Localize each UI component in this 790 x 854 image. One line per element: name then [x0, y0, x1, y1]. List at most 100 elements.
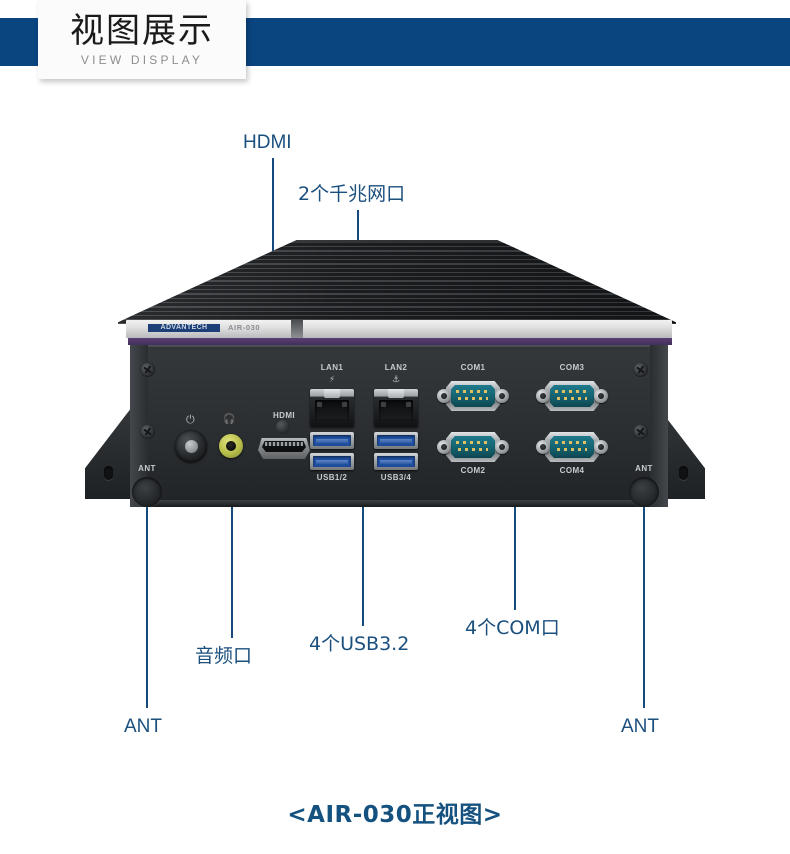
com1-pins-bottom — [458, 397, 488, 400]
usb3-port[interactable] — [374, 432, 418, 449]
header-banner-card: 视图展示 VIEW DISPLAY — [38, 0, 246, 79]
com3-jackscrew-right-hole — [598, 393, 604, 399]
front-band-notch — [291, 320, 303, 338]
usb1-tongue — [316, 439, 348, 443]
heatsink-fin — [118, 290, 676, 294]
leader-line-com — [514, 438, 516, 610]
com3-port[interactable] — [536, 381, 608, 411]
lan2-led-left — [381, 402, 386, 407]
mounting-bracket-left — [85, 403, 135, 499]
heatsink-fin — [118, 286, 676, 289]
com3-pins-top — [555, 390, 590, 393]
heatsink-fins — [118, 240, 676, 324]
hdmi-label: HDMI — [272, 411, 296, 420]
lan2-mouth — [379, 400, 413, 421]
lan1-port[interactable] — [310, 389, 354, 427]
heatsink-fin — [118, 264, 676, 268]
com4-port[interactable] — [536, 432, 608, 462]
usb1-port[interactable] — [310, 432, 354, 449]
hdmi-port-inner[interactable] — [262, 441, 306, 452]
callout-ant-right-label: ANT — [621, 716, 659, 737]
callout-audio-label: 音频口 — [195, 645, 253, 667]
com4-pins-top — [555, 441, 590, 444]
callout-ant-left-label: ANT — [124, 716, 162, 737]
com4-face — [550, 436, 594, 458]
leader-line-audio — [231, 452, 233, 638]
advantech-logo-plate — [148, 324, 220, 332]
com2-jackscrew-right-hole — [499, 444, 505, 450]
com1-jackscrew-left-hole — [441, 393, 447, 399]
com3-face — [550, 385, 594, 407]
heatsink-fin — [118, 281, 676, 285]
panel-screw-bottom-left — [140, 424, 155, 439]
lan1-tab — [324, 389, 340, 398]
lan2-port[interactable] — [374, 389, 418, 427]
lan1-mouth — [315, 400, 349, 421]
chassis-endcap-left — [130, 345, 148, 507]
lan2-label: LAN2 — [384, 363, 408, 372]
leader-line-ant-right — [643, 490, 645, 708]
ant-right-label: ANT — [635, 464, 653, 473]
lan1-label: LAN1 — [320, 363, 344, 372]
ant-hole-left — [132, 477, 162, 507]
page-title: 视图展示 — [70, 10, 214, 51]
com1-face — [451, 385, 495, 407]
heatsink-fin — [118, 260, 676, 264]
com4-label: COM4 — [559, 466, 585, 475]
page-subtitle: VIEW DISPLAY — [80, 52, 204, 67]
heatsink-fin — [118, 243, 676, 246]
heatsink-fin — [118, 277, 676, 281]
bracket-hole-right — [679, 466, 688, 480]
heatsink-fin — [118, 268, 676, 272]
ant-hole-right — [629, 477, 659, 507]
chassis-endcap-right — [650, 345, 668, 507]
usb34-label: USB3/4 — [380, 473, 412, 482]
usb2-tongue — [316, 460, 348, 464]
heatsink-fin — [118, 298, 676, 302]
hdmi-screw — [276, 420, 290, 434]
lan2-led-right — [406, 402, 411, 407]
usb4-port[interactable] — [374, 453, 418, 470]
usb2-port[interactable] — [310, 453, 354, 470]
com4-jackscrew-left-hole — [540, 444, 546, 450]
usb3-tongue — [380, 439, 412, 443]
heatsink-fin — [118, 273, 676, 277]
heatsink-fin — [118, 247, 676, 251]
lan1-led-left — [317, 402, 322, 407]
hdmi-pins — [265, 442, 303, 446]
heatsink-fin — [118, 316, 676, 320]
com1-pins-top — [456, 390, 491, 393]
com1-port[interactable] — [437, 381, 509, 411]
callout-usb-label: 4个USB3.2 — [309, 633, 410, 655]
leader-line-usb — [362, 430, 364, 626]
callout-lan-label: 2个千兆网口 — [298, 183, 406, 205]
com1-label: COM1 — [460, 363, 486, 372]
front-panel-lip — [130, 500, 668, 507]
com2-port[interactable] — [437, 432, 509, 462]
callout-hdmi-label: HDMI — [243, 132, 292, 153]
audio-icon: 🎧 — [223, 414, 236, 425]
heatsink-fin — [118, 251, 676, 255]
model-text: AIR-030 — [228, 323, 261, 332]
com4-pins-bottom — [557, 448, 587, 451]
audio-jack-hole[interactable] — [226, 441, 236, 451]
lan1-icon: ⚡ — [328, 375, 336, 385]
power-icon: ⏻ — [186, 413, 195, 426]
ant-left-label: ANT — [138, 464, 156, 473]
heatsink-fin — [118, 294, 676, 298]
heatsink-fin — [118, 311, 676, 315]
callout-com-label: 4个COM口 — [465, 617, 560, 639]
lan2-icon: ⚓ — [391, 375, 401, 385]
heatsink-fin — [118, 255, 676, 259]
panel-screw-top-right — [633, 362, 648, 377]
usb4-tongue — [380, 460, 412, 464]
bracket-hole-left — [104, 466, 113, 480]
power-button-inner[interactable] — [185, 440, 198, 453]
purple-accent-stripe — [128, 338, 672, 345]
lan1-led-right — [342, 402, 347, 407]
com3-pins-bottom — [557, 397, 587, 400]
figure-caption: <AIR-030正视图> — [287, 802, 503, 828]
leader-line-ant-left — [146, 490, 148, 708]
com4-jackscrew-right-hole — [598, 444, 604, 450]
